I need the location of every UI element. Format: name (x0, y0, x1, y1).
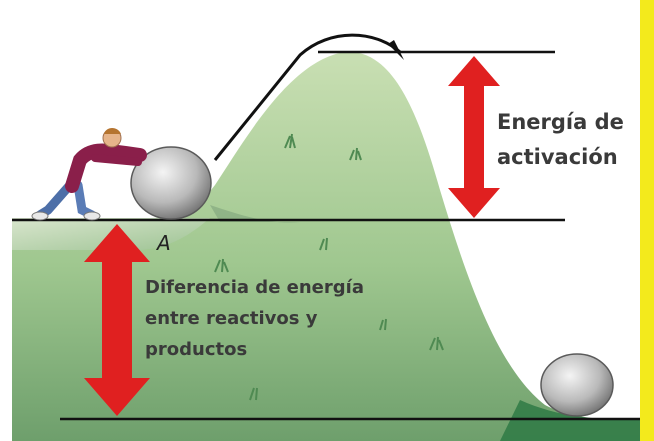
difference-label-line2: entre reactivos y (145, 308, 318, 329)
difference-label-line3: productos (145, 339, 247, 360)
grass-icon (429, 336, 444, 351)
grass-icon (349, 147, 362, 161)
activation-label-line2: activación (497, 145, 618, 169)
hill-shadow (210, 205, 300, 223)
activation-energy-arrow (448, 56, 500, 218)
energy-difference-arrow (84, 224, 150, 416)
activation-label-line1: Energía de (497, 110, 624, 134)
person-pushing-icon (31, 128, 147, 221)
grass-icon (379, 318, 387, 331)
point-a-label: A (155, 231, 171, 255)
grass-tufts (214, 133, 444, 401)
frame-edge (640, 0, 654, 441)
grass-icon (319, 237, 328, 251)
ground-strip (500, 400, 640, 441)
grass-icon (214, 258, 229, 273)
rock-icon (130, 146, 212, 220)
grass-icon (249, 387, 258, 401)
grass-icon (284, 133, 296, 149)
rock-icon (540, 353, 614, 417)
reaction-path-arrowhead (388, 40, 404, 60)
difference-label-line1: Diferencia de energía (145, 277, 364, 298)
